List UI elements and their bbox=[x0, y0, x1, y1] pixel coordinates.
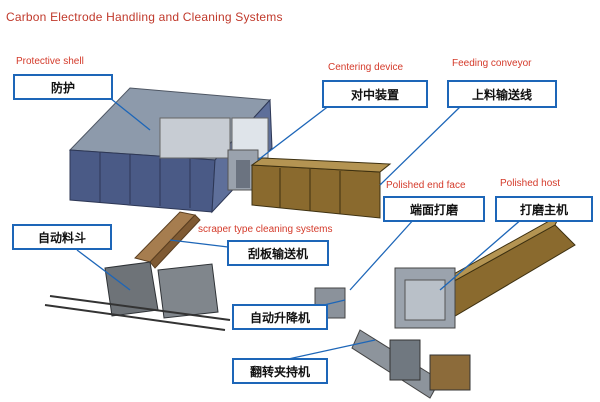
feeding-conveyor-en-label: Feeding conveyor bbox=[452, 58, 532, 69]
feeding-conveyor-cn-label: 上料输送线 bbox=[447, 80, 557, 108]
polished-end-face-en-label: Polished end face bbox=[386, 180, 466, 191]
scraper-en-label: scraper type cleaning systems bbox=[198, 224, 333, 235]
page-title: Carbon Electrode Handling and Cleaning S… bbox=[6, 10, 283, 24]
scraper-conveyor bbox=[134, 211, 201, 269]
feeding-conveyor bbox=[250, 157, 392, 219]
centering-device-cn-label: 对中装置 bbox=[322, 80, 428, 108]
protective-shell-en-label: Protective shell bbox=[16, 56, 84, 67]
polished-host-cn-label: 打磨主机 bbox=[495, 196, 593, 222]
flip-clamp-cn-label: 翻转夹持机 bbox=[232, 358, 328, 384]
auto-lift-cn-label: 自动升降机 bbox=[232, 304, 328, 330]
polished-end-face-cn-label: 端面打磨 bbox=[383, 196, 485, 222]
scraper-cn-label: 刮板输送机 bbox=[227, 240, 329, 266]
auto-hoppers bbox=[44, 261, 231, 331]
polished-host-en-label: Polished host bbox=[500, 178, 561, 189]
polishing-line bbox=[314, 213, 576, 399]
protective-shell-cn-label: 防护 bbox=[13, 74, 113, 100]
centering-device-en-label: Centering device bbox=[328, 62, 404, 73]
auto-hopper-cn-label: 自动料斗 bbox=[12, 224, 112, 250]
